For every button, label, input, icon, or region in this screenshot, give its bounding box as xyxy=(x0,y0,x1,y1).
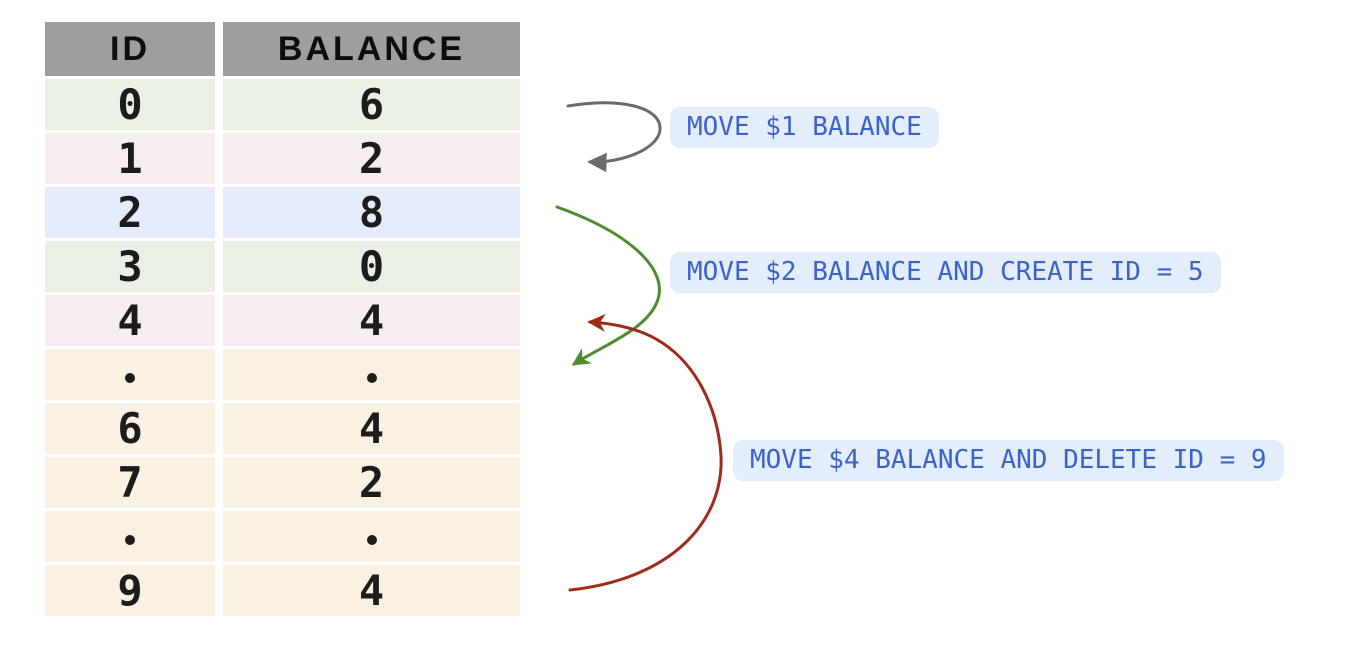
id-cell: 2 xyxy=(45,187,215,238)
balance-cell: 4 xyxy=(223,565,520,616)
balance-cell: . xyxy=(223,511,520,562)
id-cell: 4 xyxy=(45,295,215,346)
move-1-arrow xyxy=(566,101,662,173)
balance-cell: 2 xyxy=(223,133,520,184)
move-4-arrow xyxy=(568,313,723,592)
balance-cell: 2 xyxy=(223,457,520,508)
column-header-balance: BALANCE xyxy=(223,22,520,76)
id-cell: 3 xyxy=(45,241,215,292)
id-cell: 6 xyxy=(45,403,215,454)
move-2-arrow xyxy=(555,205,661,366)
id-cell: 0 xyxy=(45,79,215,130)
annotation-move-2: MOVE $2 BALANCE AND CREATE ID = 5 xyxy=(670,252,1221,293)
balance-cell: 4 xyxy=(223,403,520,454)
balance-cell: 0 xyxy=(223,241,520,292)
annotation-move-4: MOVE $4 BALANCE AND DELETE ID = 9 xyxy=(733,440,1284,481)
balance-cell: 6 xyxy=(223,79,520,130)
balance-cell: . xyxy=(223,349,520,400)
annotation-move-1: MOVE $1 BALANCE xyxy=(670,107,939,148)
column-header-id: ID xyxy=(45,22,215,76)
id-cell: 9 xyxy=(45,565,215,616)
balance-cell: 4 xyxy=(223,295,520,346)
id-cell: 1 xyxy=(45,133,215,184)
id-cell: . xyxy=(45,349,215,400)
id-cell: 7 xyxy=(45,457,215,508)
id-cell: . xyxy=(45,511,215,562)
balance-table: ID BALANCE 0 6 1 2 2 8 3 0 4 4 . . 6 4 7… xyxy=(45,22,520,616)
balance-cell: 8 xyxy=(223,187,520,238)
